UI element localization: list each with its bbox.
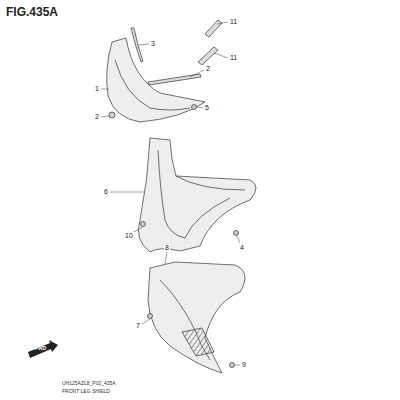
callout-number: 10 <box>124 232 134 239</box>
callout-number: 11 <box>229 18 238 25</box>
figure-note: UH125AZL8_P02_435A <box>62 381 116 386</box>
callout-number: 6 <box>103 188 109 195</box>
figure-title: FIG.435A <box>6 6 58 18</box>
callout-number: 4 <box>239 244 245 251</box>
callout-number: 1 <box>94 85 100 92</box>
figure-note: FRONT LEG SHIELD <box>62 389 110 394</box>
fwd-arrow <box>28 340 58 358</box>
callout-number: 11 <box>229 54 238 61</box>
direction-label: FWD <box>35 346 46 351</box>
callout-number: 7 <box>135 322 141 329</box>
callout-number: 2 <box>205 65 211 72</box>
callout-number: 5 <box>204 104 210 111</box>
callout-number: 2 <box>94 113 100 120</box>
callout-number: 9 <box>241 361 247 368</box>
callout-number: 3 <box>150 40 156 47</box>
callout-number: 8 <box>164 244 170 251</box>
